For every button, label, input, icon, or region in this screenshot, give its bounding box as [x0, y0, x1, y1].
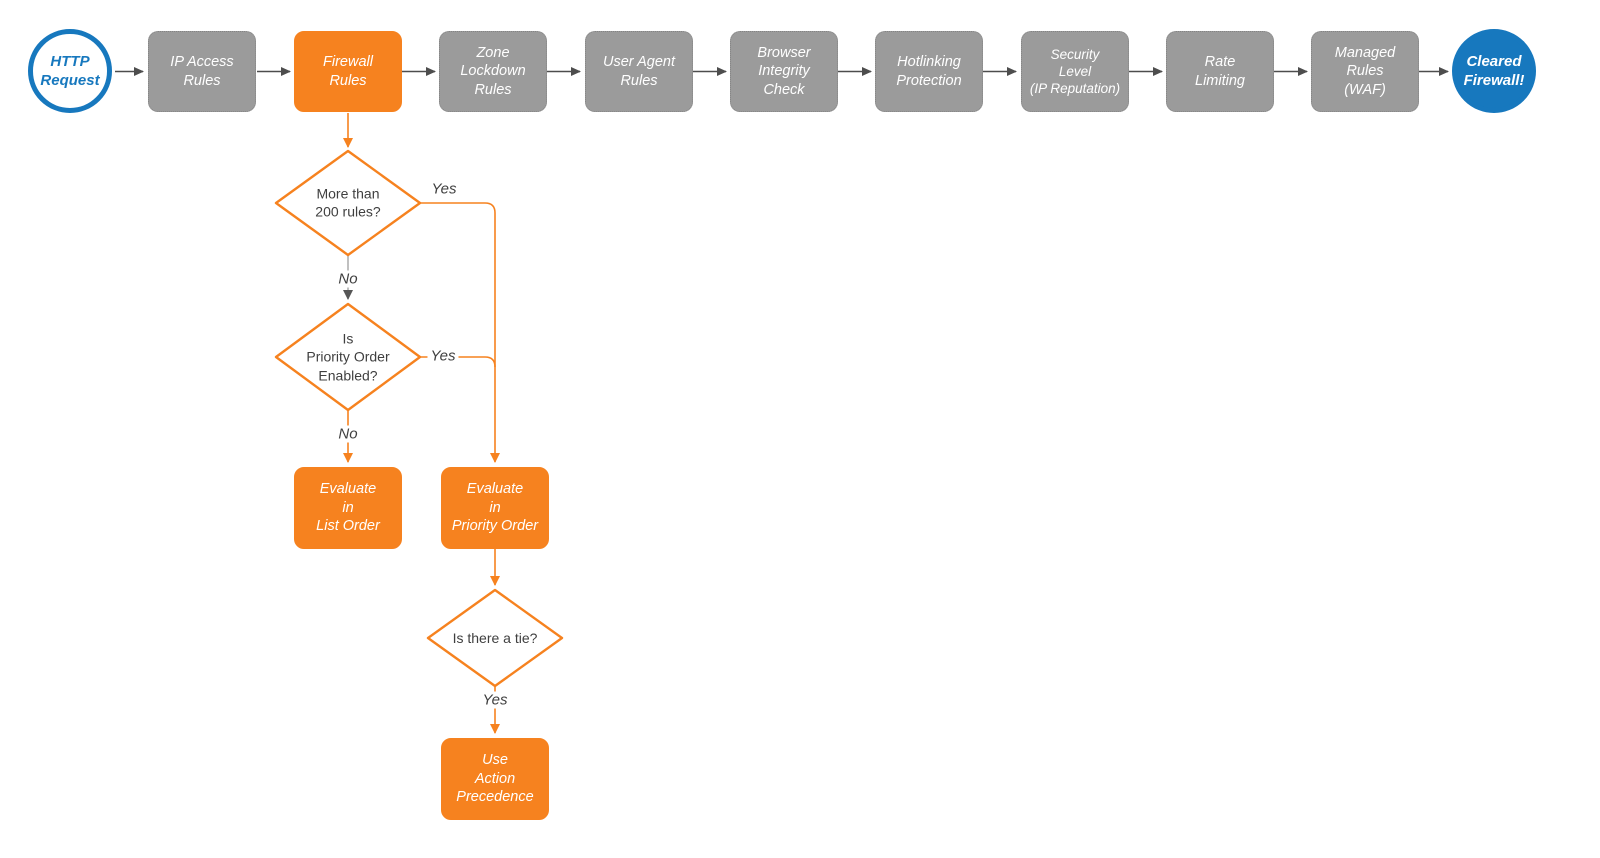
edge-decision1-yes [420, 202, 500, 463]
node-managed-rules-waf: Managed Rules (WAF) [1311, 31, 1419, 112]
node-browser-integrity-check: Browser Integrity Check [730, 31, 838, 112]
node-use-action-precedence: Use Action Precedence [441, 738, 549, 820]
node-security-level: Security Level (IP Reputation) [1021, 31, 1129, 112]
edge-label-decision1-no: No [335, 270, 361, 288]
node-evaluate-in-priority-order: Evaluate in Priority Order [441, 467, 549, 549]
node-http-request: HTTP Request [28, 29, 112, 113]
decision-more-than-200-rules-label: More than 200 rules? [315, 185, 381, 220]
node-evaluate-in-list-order: Evaluate in List Order [294, 467, 402, 549]
decision-is-there-a-tie-label: Is there a tie? [452, 629, 538, 646]
node-hotlinking-protection: Hotlinking Protection [875, 31, 983, 112]
decision-priority-order-enabled-shape [274, 302, 422, 412]
node-zone-lockdown-rules: Zone Lockdown Rules [439, 31, 547, 112]
edge-label-decision1-yes: Yes [431, 180, 457, 198]
node-rate-limiting: Rate Limiting [1166, 31, 1274, 112]
node-ip-access-rules: IP Access Rules [148, 31, 256, 112]
edge-decision2-yes [420, 356, 496, 368]
node-cleared-firewall: Cleared Firewall! [1452, 29, 1536, 113]
edge-label-decision2-no: No [335, 425, 361, 443]
decision-more-than-200-rules-shape [274, 149, 422, 257]
edge-label-decision2-yes: Yes [427, 347, 459, 365]
decision-is-there-a-tie-shape [426, 588, 564, 688]
node-user-agent-rules: User Agent Rules [585, 31, 693, 112]
decision-priority-order-enabled-label: Is Priority Order Enabled? [306, 330, 390, 384]
node-firewall-rules: Firewall Rules [294, 31, 402, 112]
edge-label-decision3-yes: Yes [479, 691, 511, 709]
